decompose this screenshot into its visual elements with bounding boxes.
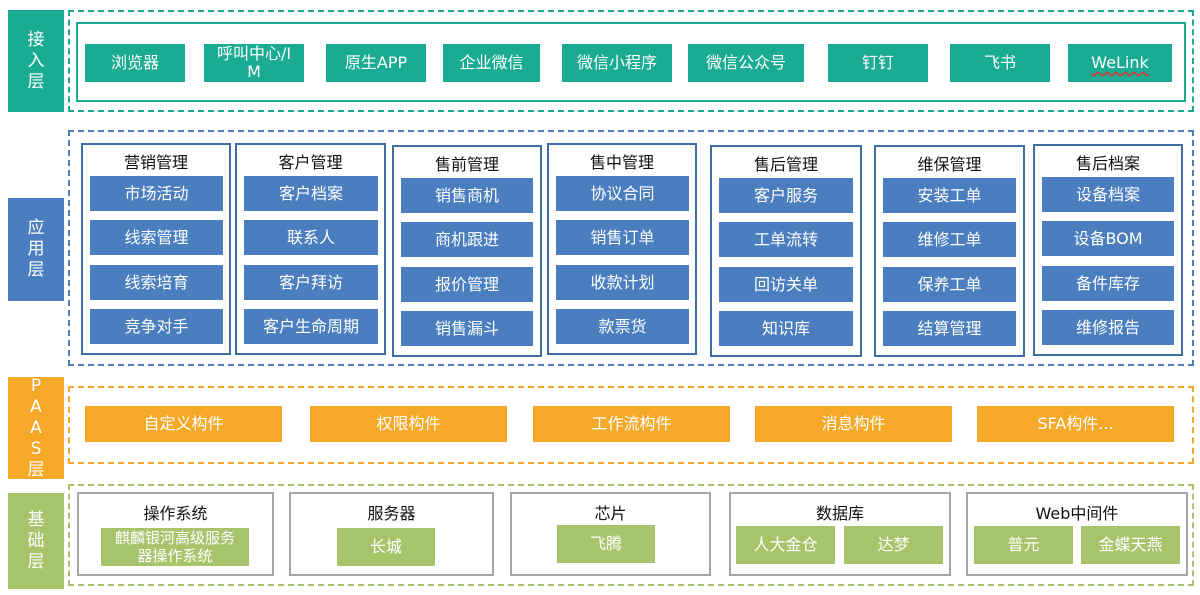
base-layer-zone xyxy=(68,484,1194,586)
access-item-browser: 浏览器 xyxy=(85,44,185,82)
base-group-title: 芯片 xyxy=(594,504,627,523)
base-group-title: 服务器 xyxy=(367,504,416,523)
paas-item: 工作流构件 xyxy=(533,406,730,442)
app-item: 工单流转 xyxy=(719,222,853,257)
layer-label-base: 基础层 xyxy=(8,493,64,589)
app-column-title: 售中管理 xyxy=(589,153,654,172)
app-item: 销售漏斗 xyxy=(401,311,533,346)
app-item: 款票货 xyxy=(556,309,689,344)
access-item-feishu: 飞书 xyxy=(950,44,1050,82)
layer-label-access: 接入层 xyxy=(8,10,64,112)
app-item: 知识库 xyxy=(719,311,853,346)
app-item: 客户生命周期 xyxy=(244,309,378,344)
access-item-wechat-official: 微信公众号 xyxy=(688,44,804,82)
app-column-title: 维保管理 xyxy=(917,155,982,174)
paas-item: 权限构件 xyxy=(310,406,507,442)
layer-label-paas: PAAS层 xyxy=(8,376,64,480)
access-item-callcenter: 呼叫中心/IM xyxy=(204,44,304,82)
paas-layer-zone xyxy=(68,386,1194,464)
app-item: 备件库存 xyxy=(1042,266,1174,301)
app-column-title: 售前管理 xyxy=(434,155,499,174)
app-column-title: 售后档案 xyxy=(1075,154,1140,173)
base-group-title: 操作系统 xyxy=(143,504,208,523)
layer-label-app: 应用层 xyxy=(8,198,64,301)
app-item: 线索培育 xyxy=(90,265,223,300)
app-item: 维修报告 xyxy=(1042,310,1174,345)
app-column-title: 客户管理 xyxy=(278,153,343,172)
app-column-title: 营销管理 xyxy=(123,153,188,172)
app-layer-zone xyxy=(68,130,1194,366)
base-item: 麒麟银河高级服务器操作系统 xyxy=(101,528,249,566)
access-item-welink: WeLink xyxy=(1068,44,1172,82)
app-item: 回访关单 xyxy=(719,267,853,302)
app-column-title: 售后管理 xyxy=(753,155,818,174)
app-item: 市场活动 xyxy=(90,176,223,211)
paas-item: 消息构件 xyxy=(755,406,952,442)
app-item: 商机跟进 xyxy=(401,222,533,257)
paas-item: 自定义构件 xyxy=(85,406,282,442)
base-item: 普元 xyxy=(974,526,1073,564)
app-item: 销售商机 xyxy=(401,178,533,213)
base-item: 人大金仓 xyxy=(736,526,835,564)
access-layer-zone xyxy=(68,10,1194,112)
base-item: 飞腾 xyxy=(557,525,655,563)
access-item-wechat-miniprogram: 微信小程序 xyxy=(562,44,672,82)
app-item: 收款计划 xyxy=(556,265,689,300)
app-item: 报价管理 xyxy=(401,267,533,302)
app-item: 客户拜访 xyxy=(244,265,378,300)
app-item: 结算管理 xyxy=(883,311,1016,346)
app-item: 竞争对手 xyxy=(90,309,223,344)
app-item: 协议合同 xyxy=(556,176,689,211)
base-item: 金蝶天燕 xyxy=(1081,526,1180,564)
paas-item: SFA构件... xyxy=(977,406,1174,442)
access-item-native-app: 原生APP xyxy=(326,44,426,82)
access-item-wecom: 企业微信 xyxy=(443,44,540,82)
app-item: 客户档案 xyxy=(244,176,378,211)
access-item-dingtalk: 钉钉 xyxy=(828,44,928,82)
app-item: 保养工单 xyxy=(883,267,1016,302)
app-item: 设备BOM xyxy=(1042,221,1174,256)
base-group-title: Web中间件 xyxy=(1035,504,1119,523)
base-group-title: 数据库 xyxy=(815,504,864,523)
app-item: 维修工单 xyxy=(883,222,1016,257)
app-item: 销售订单 xyxy=(556,220,689,255)
base-item: 长城 xyxy=(337,528,435,566)
app-item: 线索管理 xyxy=(90,220,223,255)
app-item: 安装工单 xyxy=(883,178,1016,213)
app-item: 联系人 xyxy=(244,220,378,255)
app-item: 设备档案 xyxy=(1042,177,1174,212)
base-item: 达梦 xyxy=(844,526,943,564)
app-item: 客户服务 xyxy=(719,178,853,213)
